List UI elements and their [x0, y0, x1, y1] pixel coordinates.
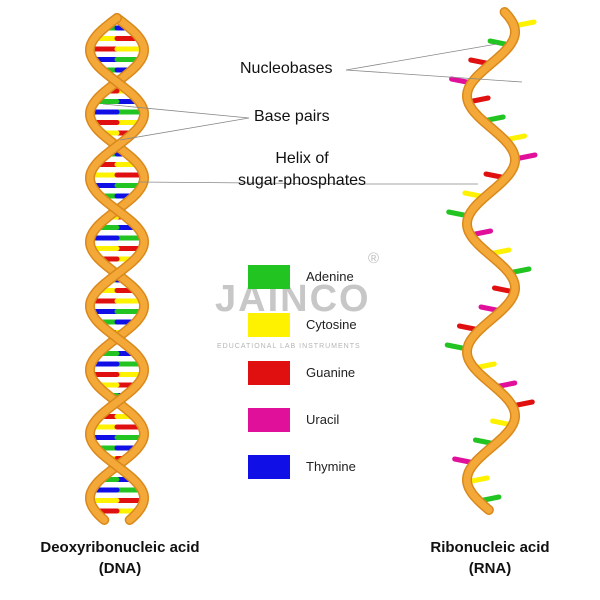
dna-double-helix [84, 13, 150, 525]
legend-label: Uracil [306, 412, 340, 427]
dna-caption: Deoxyribonucleic acid (DNA) [10, 537, 230, 579]
legend-item-guanine: Guanine [248, 361, 408, 387]
rna-caption: Ribonucleic acid (RNA) [400, 537, 580, 579]
leader-line [137, 181, 365, 185]
helix-label-line-1: Helix of [275, 150, 329, 167]
legend-item-uracil: Uracil [248, 408, 408, 434]
guanine-swatch [248, 361, 290, 385]
legend-item-thymine: Thymine [248, 455, 408, 481]
rna-caption-line-2: (RNA) [468, 560, 512, 577]
registered-mark: ® [368, 250, 380, 267]
watermark-tagline: EDUCATIONAL LAB INSTRUMENTS [217, 343, 361, 350]
adenine-swatch [248, 265, 290, 289]
rna-caption-line-1: Ribonucleic acid [430, 539, 550, 556]
leader-line [119, 117, 250, 141]
dna-strand [86, 14, 148, 524]
dna-caption-line-2: (DNA) [98, 560, 142, 577]
helix-label-line-2: sugar-phosphates [237, 172, 367, 189]
leader-lines [102, 43, 523, 185]
dna-strand [86, 14, 148, 524]
legend-label: Adenine [306, 269, 354, 284]
watermark-logo: JAINCO ® EDUCATIONAL LAB INSTRUMENTS [213, 250, 379, 358]
leader-line [345, 43, 498, 71]
legend-item-cytosine: Cytosine [248, 313, 408, 339]
legend-item-adenine: Adenine [248, 265, 408, 291]
rna-single-helix [444, 7, 538, 515]
base-pairs-label: Base pairs [254, 108, 330, 125]
legend-label: Cytosine [306, 317, 357, 332]
thymine-swatch [248, 455, 290, 479]
uracil-swatch [248, 408, 290, 432]
nucleobases-label: Nucleobases [240, 60, 333, 77]
watermark-name: JAINCO [215, 278, 371, 320]
leader-line [345, 69, 523, 83]
cytosine-swatch [248, 313, 290, 337]
leader-line [102, 103, 250, 119]
rna-strand [463, 8, 519, 514]
dna-caption-line-1: Deoxyribonucleic acid [40, 539, 200, 556]
helix-label: Helix of sugar-phosphates [212, 148, 392, 192]
legend-label: Thymine [306, 459, 356, 474]
legend-label: Guanine [306, 365, 356, 380]
